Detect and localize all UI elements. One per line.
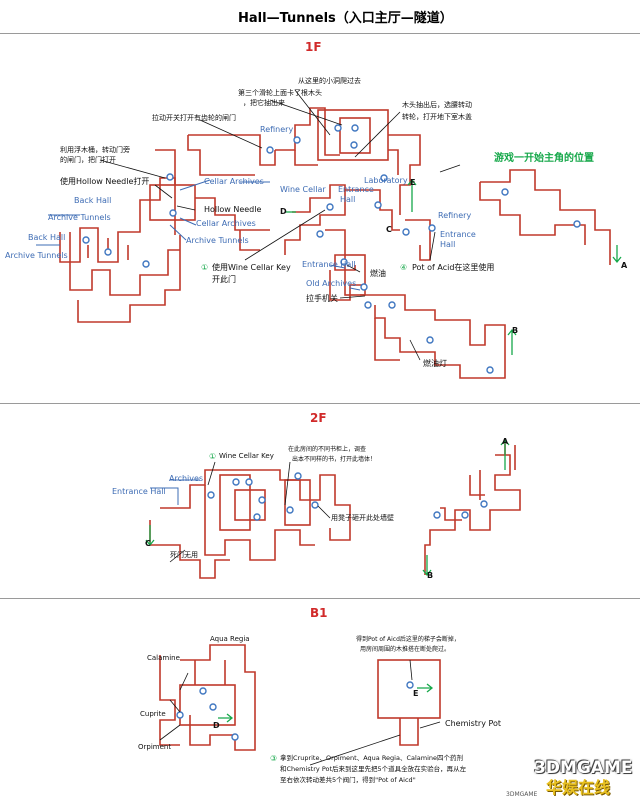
note-wood-2: 转轮，打开地下室木盖: [402, 113, 472, 121]
area-hall: Hall: [340, 195, 356, 204]
note-bottom-1: 拿到Cruprite、Orpiment、Aqua Regia、Calamine四…: [280, 754, 464, 762]
area-refinery-right: Refinery: [438, 211, 472, 220]
marker-b-1f: B: [512, 326, 519, 335]
note-bottom-2: 和Chemistry Pot后来到这里先把5个道具全放在实验台，再从左: [280, 765, 467, 773]
area-refinery: Refinery: [260, 125, 294, 134]
note-hollow-needle: Hollow Needle: [204, 205, 262, 214]
watermark-main: 3DMGAME: [534, 758, 633, 778]
area-old-archives: Old Archives: [306, 279, 357, 288]
note-bottom-3: 至右依次转动差共5个阀门，得到"Pot of Aicd": [280, 776, 416, 784]
area-back-hall-1: Back Hall: [74, 196, 112, 205]
note-pot-acid: Pot of Acid在这里使用: [412, 263, 495, 272]
divider-1f-2f: [0, 403, 640, 404]
label-aqua-regia: Aqua Regia: [210, 635, 250, 643]
note-lamp: 燃油灯: [423, 359, 447, 368]
marker-d-1f: D: [280, 207, 287, 216]
marker-a-1f: A: [621, 261, 628, 270]
marker-c-1f: C: [386, 225, 392, 234]
label-calamine: Calamine: [147, 654, 180, 662]
marker-circle-1-1f: ①: [201, 263, 209, 272]
marker-circle-4: ④: [400, 263, 408, 272]
marker-d-b1: D: [213, 721, 220, 730]
marker-c-2f: C: [145, 539, 151, 548]
area-back-hall-2: Back Hall: [28, 233, 66, 242]
note-acid-1: 得到Pot of Aicd后这里的梯子会断掉，: [356, 636, 460, 643]
area-cellar-archives-2: Cellar Archives: [196, 219, 256, 228]
floor-label-b1: B1: [310, 606, 328, 620]
note-acid-2: 用房间周围的木推搭在断处爬过。: [360, 646, 451, 653]
marker-a-2f: A: [502, 437, 509, 446]
note-float-2: 的闸门，把门打开: [60, 156, 116, 164]
note-dead-door: 死门无用: [170, 551, 198, 559]
area-wine-cellar: Wine Cellar: [280, 185, 326, 194]
marker-circle-1-2f: ①: [209, 452, 217, 461]
area-archive-tunnels-2: Archive Tunnels: [5, 251, 68, 260]
area-entrance-right-1: Entrance: [440, 230, 476, 239]
area-entrance: Entrance: [338, 185, 374, 194]
note-start-position: 游戏一开始主角的位置: [494, 153, 594, 164]
note-use-key-1: 使用Wine Cellar Key: [212, 263, 291, 272]
note-float-1: 利用浮木桶，转动门旁: [60, 146, 130, 154]
area-archive-tunnels-1: Archive Tunnels: [48, 213, 111, 222]
area-cellar-archives: Cellar Archives: [204, 177, 264, 186]
note-pull-switch: 拉动开关打开有齿轮的闸门: [152, 114, 236, 122]
floor-label-1f: 1F: [305, 40, 322, 54]
area-laboratory: Laboratory: [364, 176, 408, 185]
area-entrance-hall-2f: Entrance Hall: [112, 487, 166, 496]
area-entrance-right-2: Hall: [440, 240, 456, 249]
page-title: Hall—Tunnels（入口主厅—隧道）: [238, 11, 453, 26]
area-archives-2f: Archives: [169, 474, 204, 483]
label-wine-cellar-key: Wine Cellar Key: [219, 452, 274, 460]
divider-2f-b1: [0, 598, 640, 599]
floor-label-2f: 2F: [310, 411, 327, 425]
note-fuel: 燃油: [370, 269, 386, 278]
area-archive-tunnels-3: Archive Tunnels: [186, 236, 249, 245]
area-entrance-hall-bottom: Entrance Hall: [302, 260, 356, 269]
label-chemistry-pot: Chemistry Pot: [445, 719, 502, 728]
note-use-needle: 使用Hollow Needle打开: [60, 177, 150, 186]
label-orpiment: Orpiment: [138, 743, 172, 751]
watermark-sub: 华娱在线: [546, 778, 611, 797]
marker-circle-3: ③: [270, 754, 278, 763]
divider-top: [0, 33, 640, 34]
marker-e-1f: E: [410, 178, 416, 187]
note-third-wheel-1: 第三个滑轮上面卡了根木头: [238, 89, 322, 97]
marker-e-b1: E: [413, 689, 419, 698]
note-bookshelf-1: 在此房间的不同书柜上，调查: [288, 446, 367, 453]
note-wood-1: 木头抽出后，选腰转动: [402, 101, 472, 109]
label-cuprite: Cuprite: [140, 710, 166, 718]
note-use-key-2: 开此门: [212, 275, 236, 284]
note-small-hole: 从这里的小洞爬过去: [298, 77, 361, 85]
note-bookshelf-2: 出本不同样的书，打开此墙体！: [292, 456, 377, 463]
note-chair: 用凳子砸开此处墙壁: [331, 514, 394, 522]
note-third-wheel-2: ，把它抽出来: [243, 99, 285, 107]
watermark-tiny: 3DMGAME: [506, 791, 538, 798]
note-pull-switch2: 拉手机关: [306, 294, 338, 303]
marker-b-2f: B: [427, 571, 434, 580]
